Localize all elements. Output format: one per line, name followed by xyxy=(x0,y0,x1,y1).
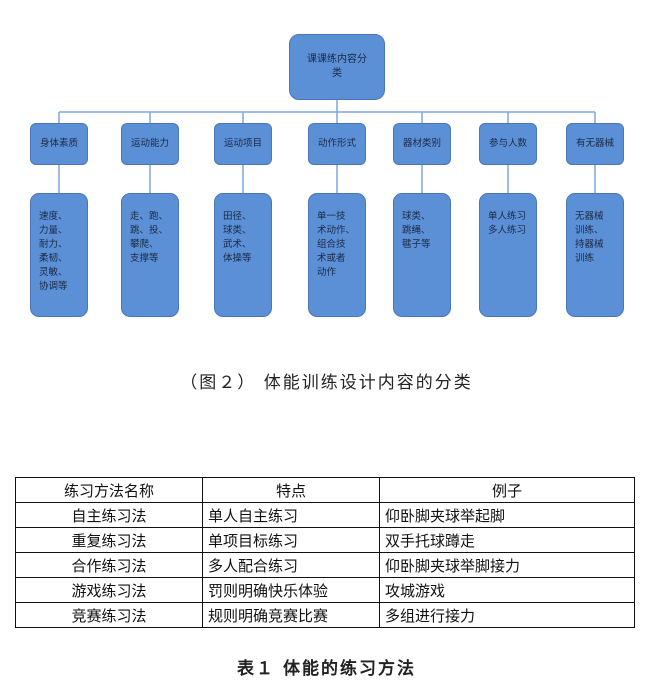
column-header-method-name: 练习方法名称 xyxy=(15,477,203,503)
example-cell: 攻城游戏 xyxy=(379,577,635,603)
detail-node-apparatus: 无器械 训练、 持器械 训练 xyxy=(566,193,624,317)
method-name-cell: 重复练习法 xyxy=(15,527,203,553)
category-label: 运动能力 xyxy=(130,138,169,149)
content-classification-diagram: 课课练内容分类 身体素质 运动能力 运动项目 动作形式 器材类别 参与人数 有无… xyxy=(0,0,653,340)
table-row: 游戏练习法 罚则明确快乐体验 攻城游戏 xyxy=(15,577,635,603)
detail-node-action-form: 单一技 术动作、 组合技 术或者 动作 xyxy=(308,193,366,317)
category-node-participants: 参与人数 xyxy=(479,123,537,165)
column-header-feature: 特点 xyxy=(202,477,380,503)
table-caption: 表１ 体能的练习方法 xyxy=(237,659,416,679)
figure-caption: （图２） 体能训练设计内容的分类 xyxy=(180,373,473,393)
practice-methods-table: 练习方法名称 特点 例子 自主练习法 单人自主练习 仰卧脚夹球举起脚 重复练习法… xyxy=(15,477,635,628)
category-node-equipment-type: 器材类别 xyxy=(393,123,451,165)
connector-lines xyxy=(58,100,596,193)
category-node-action-form: 动作形式 xyxy=(308,123,366,165)
column-header-example: 例子 xyxy=(379,477,635,503)
detail-node-physical-quality: 速度、 力量、 耐力、 柔韧、 灵敏、 协调等 xyxy=(30,193,88,317)
example-cell: 多组进行接力 xyxy=(379,602,635,628)
detail-node-equipment-type: 球类、 跳绳、 毽子等 xyxy=(393,193,451,317)
category-node-motor-ability: 运动能力 xyxy=(121,123,179,165)
category-label: 身体素质 xyxy=(39,138,78,149)
method-name-cell: 竞赛练习法 xyxy=(15,602,203,628)
example-cell: 仰卧脚夹球举起脚 xyxy=(379,502,635,528)
feature-cell: 单人自主练习 xyxy=(202,502,380,528)
feature-cell: 单项目标练习 xyxy=(202,527,380,553)
table-row: 自主练习法 单人自主练习 仰卧脚夹球举起脚 xyxy=(15,502,635,528)
table-row: 合作练习法 多人配合练习 仰卧脚夹球举脚接力 xyxy=(15,552,635,578)
root-node-label: 课课练内容分类 xyxy=(307,54,367,79)
detail-node-motor-ability: 走、跑、 跳、投、 攀爬、 支撑等 xyxy=(121,193,179,317)
category-node-apparatus: 有无器械 xyxy=(566,123,624,165)
category-node-physical-quality: 身体素质 xyxy=(30,123,88,165)
table-header-row: 练习方法名称 特点 例子 xyxy=(15,477,635,503)
method-name-cell: 游戏练习法 xyxy=(15,577,203,603)
feature-cell: 罚则明确快乐体验 xyxy=(202,577,380,603)
category-node-sport-event: 运动项目 xyxy=(214,123,272,165)
method-name-cell: 合作练习法 xyxy=(15,552,203,578)
category-label: 参与人数 xyxy=(488,138,527,149)
detail-node-participants: 单人练习 多人练习 xyxy=(479,193,537,317)
example-cell: 双手托球蹲走 xyxy=(379,527,635,553)
method-name-cell: 自主练习法 xyxy=(15,502,203,528)
category-label: 器材类别 xyxy=(402,138,441,149)
category-label: 动作形式 xyxy=(317,138,356,149)
detail-node-sport-event: 田径、 球类、 武术、 体操等 xyxy=(214,193,272,317)
root-node: 课课练内容分类 xyxy=(289,34,385,100)
feature-cell: 规则明确竞赛比赛 xyxy=(202,602,380,628)
table-row: 重复练习法 单项目标练习 双手托球蹲走 xyxy=(15,527,635,553)
category-label: 运动项目 xyxy=(223,138,262,149)
table-row: 竞赛练习法 规则明确竞赛比赛 多组进行接力 xyxy=(15,602,635,628)
category-label: 有无器械 xyxy=(575,138,614,149)
feature-cell: 多人配合练习 xyxy=(202,552,380,578)
example-cell: 仰卧脚夹球举脚接力 xyxy=(379,552,635,578)
